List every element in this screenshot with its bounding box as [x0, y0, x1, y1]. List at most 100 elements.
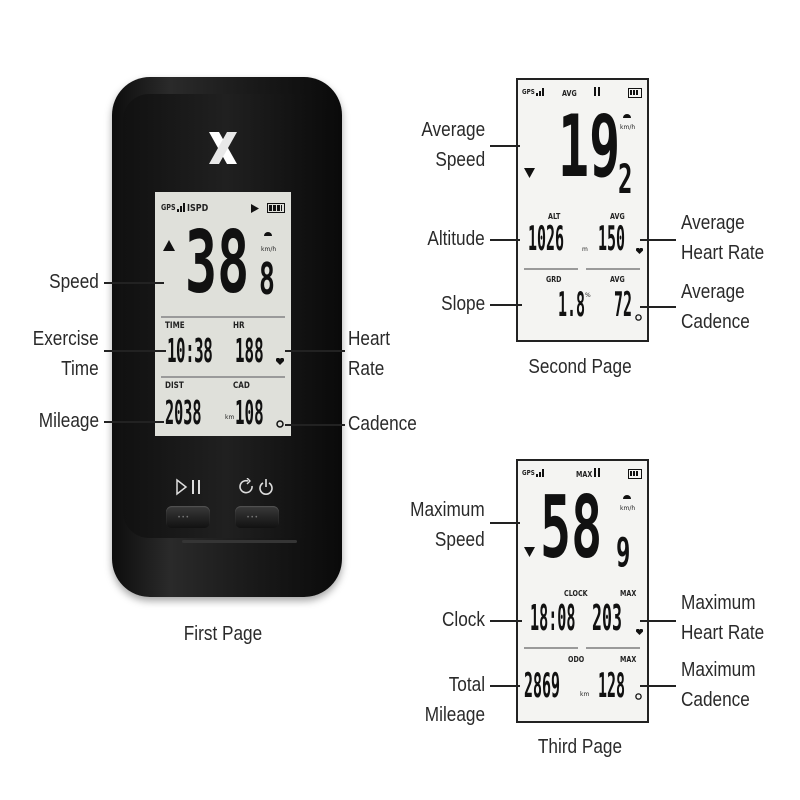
callout-line-maximum-heart-rate [640, 620, 676, 622]
start-pause-button[interactable]: ••• [166, 506, 210, 528]
callout-cadence: Cadence [348, 413, 417, 435]
battery-icon [267, 203, 285, 213]
avg-speed-decimal-value: 2 [618, 157, 633, 203]
callout-slope: Slope [441, 293, 485, 315]
callout-line-maximum-speed [490, 522, 520, 524]
speedometer-icon [623, 495, 631, 499]
max-heart-rate-value: 203 [592, 598, 622, 639]
speed-unit: km/h [261, 246, 277, 253]
avg-cadence-value: 72 [614, 285, 633, 325]
callout-line-speed [104, 282, 164, 284]
gps-indicator: GPS [522, 469, 535, 477]
cad-value: 108 [235, 393, 264, 432]
avg-cad-label: AVG [610, 275, 625, 284]
callout-line-mileage [104, 421, 164, 423]
third-page-caption: Third Page [537, 736, 623, 758]
avg-indicator: AVG [562, 89, 577, 98]
first-page-lcd: GPS ISPD 38 km/h 8 TIME HR 10:38 188 DIS… [155, 192, 291, 436]
dist-label: DIST [165, 381, 184, 391]
first-page-caption: First Page [183, 623, 263, 645]
down-arrow-icon [524, 547, 535, 557]
cadence-icon [635, 693, 642, 700]
divider [524, 268, 578, 270]
avg-hr-label: AVG [610, 212, 625, 221]
grd-label: GRD [546, 275, 562, 284]
callout-line-average-cadence [640, 306, 676, 308]
max-cadence-value: 128 [598, 666, 626, 706]
x-logo-icon [209, 132, 237, 164]
speed-unit: km/h [620, 505, 636, 512]
divider [586, 647, 640, 649]
odo-label: ODO [568, 655, 585, 664]
gps-indicator: GPS [522, 88, 535, 96]
dist-unit: km [225, 414, 235, 421]
max-speed-big-value: 58 [540, 478, 603, 578]
play-indicator-icon [251, 204, 259, 213]
callout-line-total-mileage [490, 685, 520, 687]
divider [161, 316, 285, 318]
speed-tag: ISPD [187, 203, 209, 214]
odo-unit: km [580, 691, 590, 698]
lap-power-button[interactable]: ••• [235, 506, 279, 528]
signal-bars-icon [177, 203, 185, 212]
battery-icon [628, 469, 642, 479]
odo-value: 2869 [524, 666, 561, 706]
hr-label: HR [233, 321, 245, 331]
second-page-caption: Second Page [528, 356, 632, 378]
heart-icon [636, 629, 643, 635]
slope-unit: % [585, 292, 591, 299]
alt-label: ALT [548, 212, 561, 221]
max-speed-decimal-value: 9 [616, 530, 631, 576]
speedometer-icon [623, 114, 631, 118]
callout-clock: Clock [441, 609, 485, 631]
gps-indicator: GPS [161, 203, 176, 212]
callout-mileage: Mileage [38, 410, 99, 432]
bezel-line [182, 540, 297, 543]
dist-value: 2038 [165, 393, 202, 432]
avg-heart-rate-value: 150 [598, 219, 626, 259]
avg-speed-big-value: 19 [558, 97, 621, 197]
signal-bars-icon [536, 469, 544, 477]
speed-unit: km/h [620, 124, 636, 131]
speedometer-icon [264, 232, 272, 236]
down-arrow-icon [524, 168, 535, 178]
cadence-icon [635, 314, 642, 321]
signal-bars-icon [536, 88, 544, 96]
clock-label: CLOCK [564, 589, 588, 598]
time-value: 10:38 [167, 331, 213, 370]
divider [524, 647, 578, 649]
max-cad-label: MAX [620, 655, 637, 664]
callout-line-slope [490, 304, 522, 306]
divider [586, 268, 640, 270]
callout-line-exercise-time [104, 350, 166, 352]
callout-line-clock [490, 620, 522, 622]
callout-line-heart-rate [285, 350, 345, 352]
callout-line-altitude [490, 239, 520, 241]
cadence-icon [276, 420, 284, 428]
hr-value: 188 [235, 331, 264, 370]
up-arrow-icon [163, 240, 175, 251]
callout-speed: Speed [49, 271, 99, 293]
time-label: TIME [165, 321, 185, 331]
heart-icon [276, 358, 284, 365]
altitude-value: 1026 [528, 219, 565, 259]
heart-icon [636, 248, 643, 254]
speed-big-value: 38 [185, 213, 250, 313]
callout-altitude: Altitude [427, 228, 485, 250]
altitude-unit: m [582, 246, 588, 253]
speed-decimal-value: 8 [259, 254, 275, 305]
max-indicator: MAX [576, 470, 593, 479]
callout-line-cadence [285, 424, 345, 426]
callout-line-maximum-cadence [640, 685, 676, 687]
max-hr-label: MAX [620, 589, 637, 598]
callout-line-average-speed [490, 145, 520, 147]
